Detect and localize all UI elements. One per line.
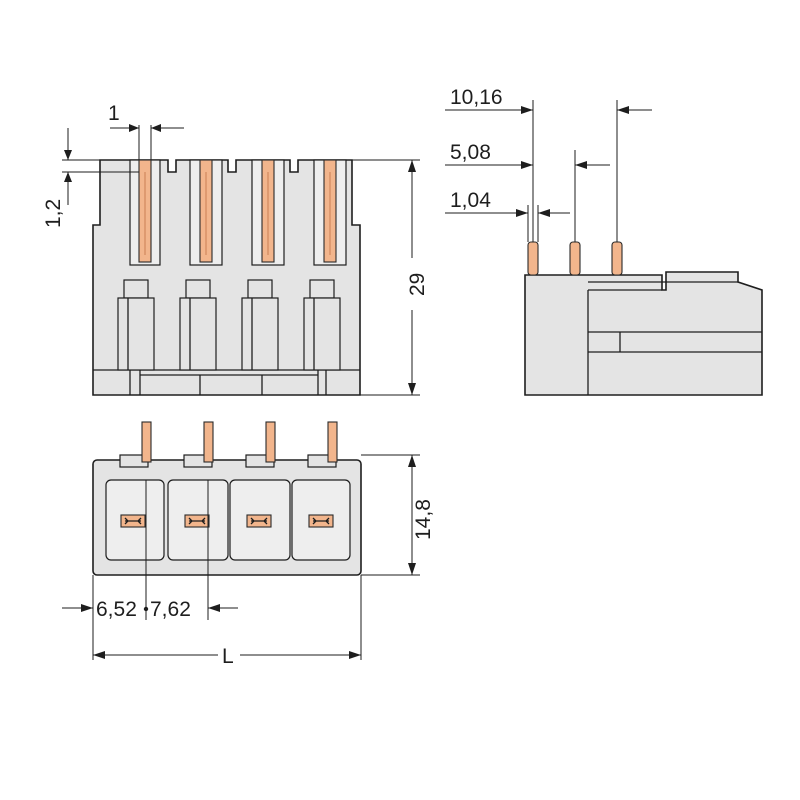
dim-row-1 [445, 205, 570, 242]
bottom-view-chamber-4 [291, 479, 351, 561]
dim-length-label: L [222, 645, 234, 668]
dim-row-10-label: 10,16 [450, 86, 503, 109]
dim-row-5 [445, 150, 610, 242]
dim-depth [361, 454, 420, 576]
dim-depth-label: 14,8 [412, 499, 435, 540]
side-view: 10,16 5,08 1,04 [445, 86, 763, 396]
dim-row-1-label: 1,04 [450, 189, 491, 212]
dim-pin-width-label: 1 [108, 102, 120, 125]
dim-row-10 [445, 100, 652, 242]
front-view-base-notch-left [129, 370, 141, 395]
dim-height-label: 29 [406, 273, 429, 296]
front-view-pin-slot-2 [189, 159, 223, 266]
bottom-view: 14,8 6,52 7,62 L [62, 421, 435, 668]
bottom-view-chamber-1 [105, 479, 165, 561]
dim-row-5-label: 5,08 [450, 141, 491, 164]
bottom-view-pin-3 [265, 421, 276, 463]
front-view-base-notch-right [317, 370, 327, 395]
bottom-view-chamber-2 [167, 479, 229, 561]
front-view: 1 1,2 29 [42, 102, 429, 396]
side-view-rib [588, 331, 762, 353]
dim-offset-label: 1,2 [42, 199, 65, 228]
side-view-pin-1 [527, 241, 539, 276]
dim-offset [62, 128, 139, 205]
front-view-pin-slot-1 [129, 159, 161, 266]
front-view-pin-slot-3 [251, 159, 285, 266]
dim-height [352, 159, 420, 396]
bottom-view-pin-2 [203, 421, 214, 463]
front-view-latch-2 [179, 279, 217, 371]
bottom-view-pin-4 [327, 421, 338, 463]
dim-edge-label: 6,52 [96, 598, 137, 621]
side-view-pin-3 [611, 241, 623, 276]
dim-pin-width [110, 124, 184, 160]
front-view-base-notch-mid [199, 375, 263, 395]
bottom-view-chamber-3 [229, 479, 291, 561]
bottom-view-pin-1 [141, 421, 152, 463]
front-view-latch-3 [241, 279, 279, 371]
dim-length [93, 575, 362, 660]
dim-pitch-label: 7,62 [150, 598, 191, 621]
front-view-latch-1 [117, 279, 155, 371]
side-view-step [588, 281, 738, 291]
front-view-pin-slot-4 [313, 159, 347, 266]
front-view-latch-4 [303, 279, 341, 371]
dim-pitch-bottom [62, 480, 238, 660]
side-view-pin-2 [569, 241, 581, 276]
